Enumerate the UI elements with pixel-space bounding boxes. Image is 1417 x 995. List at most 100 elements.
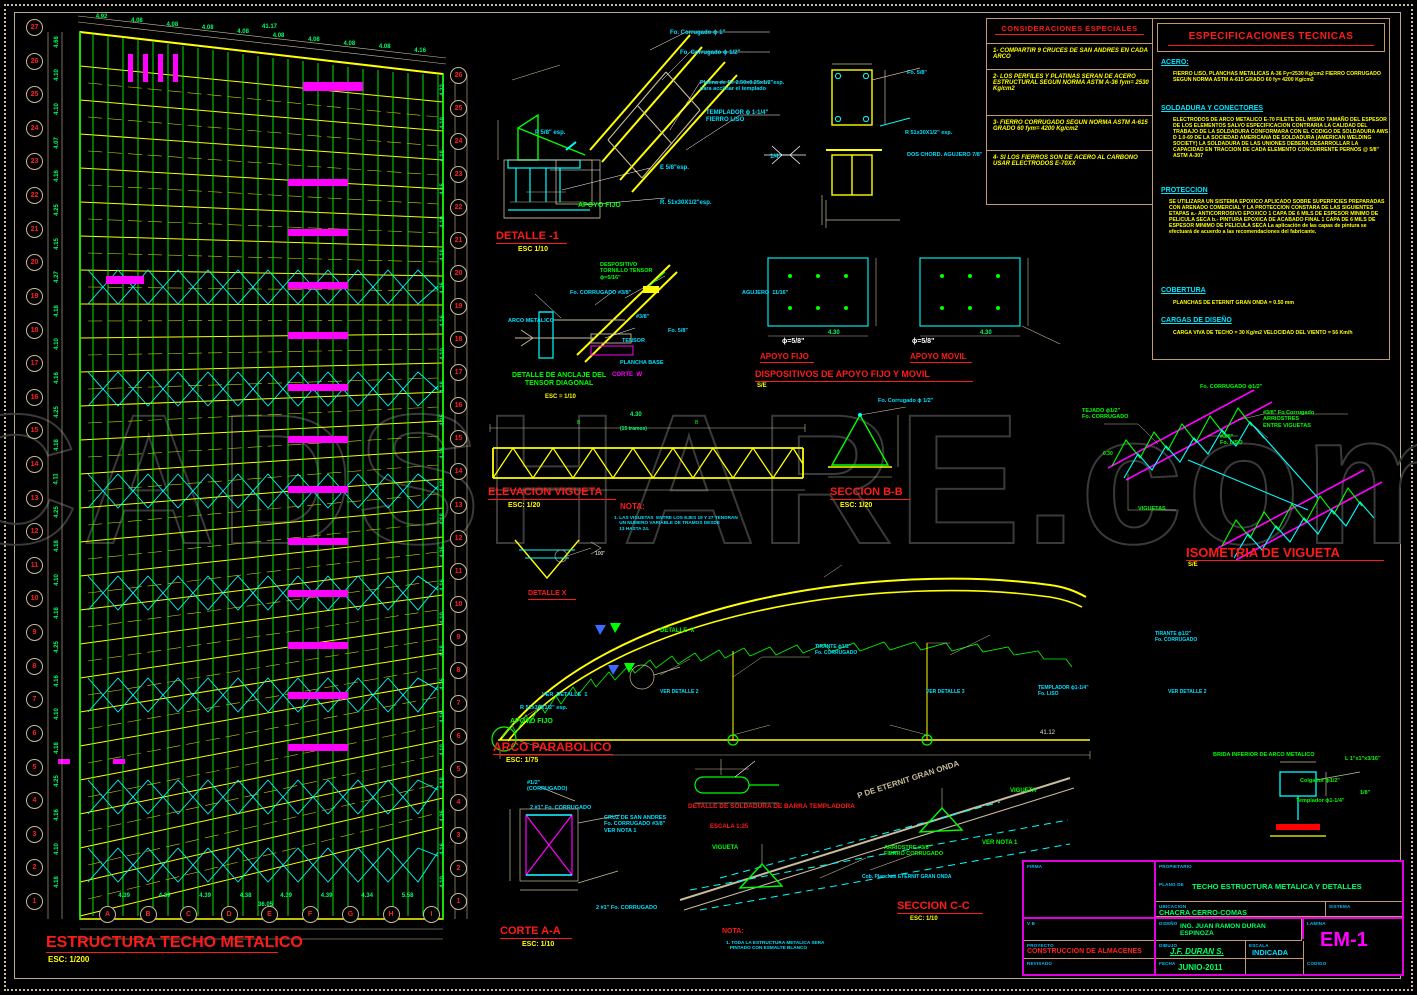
grid-bubble-left-17: 17 <box>26 355 43 373</box>
grid-bubble-right-5: 5 <box>450 760 467 778</box>
tb-divider <box>1024 917 1402 919</box>
grid-dim-left: 4.25 <box>53 506 60 519</box>
grid-bubble-H: H <box>382 906 400 923</box>
sep-1 <box>987 43 1152 44</box>
consideraciones-title-rule <box>995 34 1144 35</box>
isometria-vigueta-title: ISOMETRIA DE VIGUETA <box>1186 545 1340 560</box>
grid-dim-top: 4.08 <box>272 32 285 39</box>
dispositivos-rule <box>755 381 973 382</box>
elevacion-vigueta-title: ELEVACION VIGUETA <box>488 486 603 498</box>
grid-dim-right: 4.25 <box>439 810 446 823</box>
grid-bubble-right-6: 6 <box>450 727 467 745</box>
label-phi-58-a: ϕ=5/8" <box>782 338 805 345</box>
grid-bubble-G: G <box>342 906 359 923</box>
apoyo-movil-rule <box>910 362 972 363</box>
roof-plan-title: ESTRUCTURA TECHO METALICO <box>46 934 303 951</box>
grid-dim-top: 4.08 <box>237 29 249 36</box>
label-corte-w: CORTE W <box>612 372 642 378</box>
spec-head-soldadura: SOLDADURA Y CONECTORES <box>1161 105 1264 112</box>
label-p-58: P 5/8" esp. <box>535 130 566 136</box>
detalle-anclaje-title: DETALLE DE ANCLAJE DEL TENSOR DIAGONAL <box>512 372 607 388</box>
tb-vline-2 <box>1154 919 1156 974</box>
isometria-vigueta-drawing <box>1104 389 1383 561</box>
label-fo-corr-12: Fo. CORRUGADO ϕ1/2" <box>1200 384 1263 390</box>
grid-dim-top: 4.16 <box>414 48 426 55</box>
grid-bubble-left-8: 8 <box>26 657 43 675</box>
tb-value-lamina: EM-1 <box>1320 929 1368 951</box>
grid-dim-right: 4.22 <box>439 83 446 96</box>
detalle-anclaje-scale: ESC = 1/10 <box>545 394 576 400</box>
grid-dim-right: 4.18 <box>439 777 446 790</box>
grid-dim-left: 4.68 <box>53 35 60 48</box>
grid-dim-right: 4.18 <box>439 149 446 162</box>
seccion-cc-rule <box>897 913 983 914</box>
grid-dim-left: 4.25 <box>53 775 60 788</box>
seccion-bb-title: SECCION B-B <box>830 486 903 498</box>
label-r51b: R 51x30X1/2" esp. <box>905 130 953 136</box>
tb-label-lamina: LAMINA <box>1307 921 1326 926</box>
grid-dim-left: 4.18 <box>53 607 60 620</box>
corte-aa-rule <box>500 938 572 939</box>
label-ver-detalle-4: VER DETALLE 2 <box>1168 689 1207 695</box>
apoyo-fijo-label: APOYO FIJO <box>760 352 809 361</box>
grid-dim-left: 4.10 <box>53 708 60 720</box>
especificaciones-title-box: ESPECIFICACIONES TECNICAS <box>1157 23 1385 52</box>
dim-plate-a: 4.30 <box>828 330 840 336</box>
grid-dim-right: 4.16 <box>439 314 446 327</box>
dim-15-tramos: (15 tramos) <box>620 426 647 432</box>
grid-bubble-right-7: 7 <box>450 694 467 712</box>
grid-bubble-left-26: 26 <box>26 52 43 70</box>
label-fo-corrugado-bb: Fo. Corrugado ϕ 1/2" <box>878 398 934 404</box>
grid-bubble-right-4: 4 <box>450 793 467 811</box>
apoyo-fijo-rule <box>760 362 814 363</box>
arco-parabolico-title: ARCO PARABOLICO <box>493 740 612 754</box>
grid-dim-right: 4.18 <box>439 248 446 261</box>
grid-bubble-F: F <box>301 906 319 923</box>
tb-label-plano-de: PLANO DE <box>1159 882 1184 887</box>
tb-cell-dibujo: DIBUJO J.F. DURAN S. <box>1156 941 1246 959</box>
label-detalle-x-arch: DETALLE X <box>660 628 695 634</box>
grid-bubble-right-22: 22 <box>450 199 467 217</box>
detalle-soldadura-drawing <box>694 759 779 804</box>
label-ver-detalle-2: VER DETALLE 2 <box>660 689 699 695</box>
label-fo-58b: Fo. 5/8" <box>668 328 689 334</box>
grid-bubble-left-6: 6 <box>26 724 43 742</box>
label-vigueta-bot: VIGUETA <box>712 845 739 851</box>
label-arriostres-viguetas: #3/8" Fo Corrugado ARRIOSTRES ENTRE VIGU… <box>1263 410 1315 429</box>
label-fo-corrugado-1: Fo. Corrugado ϕ 1" <box>670 30 726 36</box>
nota-label: NOTA: <box>620 502 645 511</box>
grid-dim-left: 4.11 <box>53 473 60 485</box>
label-fo-58: Fo. 5/8" <box>907 70 928 76</box>
seccion-cc-scale: ESC: 1/10 <box>910 916 938 922</box>
tb-vline-1 <box>1154 862 1156 917</box>
tb-label-revisado: REVISADO <box>1027 961 1053 966</box>
label-tensor: TENSOR <box>622 338 645 344</box>
grid-dim-bottom: 4.34 <box>361 893 373 899</box>
grid-bubble-left-5: 5 <box>26 758 43 776</box>
grid-bubble-right-21: 21 <box>450 232 467 250</box>
label-colgador: Colgador ϕ1/2" <box>1300 778 1341 784</box>
grid-bubble-right-8: 8 <box>450 661 467 679</box>
especificaciones-title: ESPECIFICACIONES TECNICAS <box>1188 31 1354 42</box>
label-tirante-2: TIRANTE ϕ1/2" Fo. CORRUGADO <box>1155 631 1198 643</box>
sheet-border-inner <box>14 12 1401 979</box>
grid-dim-right: 4.18 <box>439 513 446 525</box>
tb-label-proyecto: PROYECTO <box>1027 943 1054 948</box>
tb-cell-fecha: FECHA JUNIO-2011 <box>1156 959 1246 974</box>
spec-body-cargas: CARGA VIVA DE TECHO = 30 Kg/m2 VELOCIDAD… <box>1173 330 1353 336</box>
label-perfil-l: L 1"x1"x3/16" <box>1345 756 1381 762</box>
label-fo-corrugado-mid: Fo. CORRUGADO #3/8" <box>570 290 632 296</box>
grid-bubble-left-18: 18 <box>26 321 43 339</box>
spec-head-cargas: CARGAS DE DISEÑO <box>1161 317 1232 324</box>
grid-dim-left: 4.10 <box>53 842 60 855</box>
grid-bubble-right-1: 1 <box>450 893 467 910</box>
grid-dim-top: 4.92 <box>95 13 108 20</box>
label-e-58: E 5/8"esp. <box>660 165 689 171</box>
detalle-1-rule <box>496 243 567 244</box>
grid-bubble-right-18: 18 <box>450 331 467 349</box>
label-viguetas-iso: VIGUETAS <box>1138 506 1166 512</box>
label-phi-58-b: ϕ=5/8" <box>912 338 935 345</box>
grid-bubble-left-2: 2 <box>26 859 43 877</box>
grid-dim-bottom: 4.39 <box>199 893 211 899</box>
